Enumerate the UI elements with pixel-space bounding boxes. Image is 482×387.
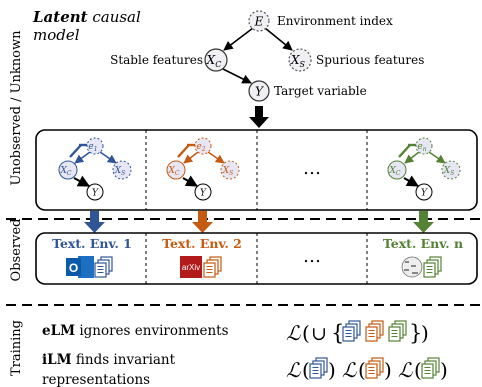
latent-title-bold: Latent (32, 8, 88, 26)
env-graph-n: en XC XS Y (387, 137, 461, 201)
svg-text:(: ( (302, 321, 310, 345)
env2-node-e-label: e2 (196, 142, 205, 153)
text-env-1-label: Text. Env. 1 (52, 236, 132, 251)
envn-node-xc (387, 160, 407, 180)
envn-node-xs-label: XS (443, 166, 455, 177)
svg-text:∪: ∪ (311, 323, 327, 345)
env2-node-xs (220, 160, 240, 180)
env-graph-1: e1 XC XS Y (58, 137, 132, 201)
latent-model-title-line2: model (33, 26, 80, 44)
env2-node-xs-label: XS (222, 166, 234, 177)
text-env-2-label: Text. Env. 2 (162, 236, 242, 251)
outlook-logo-icon: O (66, 256, 94, 278)
env-graph-2: e2 XC XS Y (166, 137, 240, 201)
side-label-unobserved: Unobserved / Unknown (9, 30, 24, 186)
env2-node-y (194, 183, 212, 201)
svg-text:): ) (440, 358, 448, 382)
envn-node-xs (441, 160, 461, 180)
svg-text:}: } (409, 321, 422, 345)
ilm-loss-formula: ℒ ( ) ℒ ( ) ℒ ( ) (286, 358, 448, 382)
env2-node-xc (166, 160, 186, 180)
observed-ellipsis: … (303, 246, 321, 267)
latent-node-y (248, 80, 270, 102)
label-spurious-features: Spurious features (316, 53, 424, 67)
env1-node-e-label: e1 (88, 142, 97, 153)
latent-node-y-label: Y (255, 85, 264, 99)
doc-stack-env2-icon (204, 257, 221, 277)
svg-text:arXiv: arXiv (182, 263, 200, 272)
unobserved-ellipsis: … (303, 158, 321, 179)
env1-node-y (86, 183, 104, 201)
latent-title-rest: causal (88, 8, 141, 26)
svg-text:ℒ: ℒ (398, 358, 413, 382)
side-label-training: Training (9, 320, 24, 376)
latent-node-xc (204, 48, 228, 72)
text-env-n-label: Text. Env. n (383, 236, 463, 251)
down-arrow-envn (413, 211, 434, 233)
elm-description: eLM ignores environments (42, 323, 229, 339)
latent-node-xc-label: XC (206, 53, 222, 69)
down-arrow-to-environments (249, 106, 269, 128)
env1-node-e (86, 137, 104, 155)
label-target-variable: Target variable (274, 84, 367, 98)
svg-text:): ) (328, 358, 336, 382)
svg-text:O: O (69, 261, 78, 275)
down-arrow-env1 (84, 211, 105, 233)
svg-text:(: ( (414, 358, 422, 382)
envn-node-y (415, 183, 433, 201)
latent-node-xs-label: XS (290, 53, 306, 69)
env1-node-y-label: Y (92, 189, 99, 199)
side-label-observed: Observed (9, 219, 24, 282)
label-stable-features: Stable features (110, 53, 203, 67)
elm-loss-formula: ℒ ( ∪ { } ) (286, 321, 429, 345)
latent-node-xs (288, 48, 312, 72)
wikipedia-globe-icon (401, 256, 423, 278)
label-environment-index: Environment index (277, 14, 393, 28)
env1-node-xc-label: XC (59, 166, 71, 177)
ilm-description: iLM finds invariant (42, 352, 176, 368)
env1-node-xc (58, 160, 78, 180)
latent-graph: E XC XS Y (204, 10, 312, 102)
latent-node-e (248, 10, 270, 32)
ilm-description-line2: representations (42, 372, 150, 387)
svg-text:): ) (421, 321, 429, 345)
env2-node-y-label: Y (200, 189, 207, 199)
latent-node-e-label: E (254, 15, 264, 29)
doc-stack-env1-icon (95, 257, 112, 277)
svg-text:): ) (384, 358, 392, 382)
arxiv-logo-icon: arXiv (180, 256, 202, 278)
down-arrow-env2 (192, 211, 213, 233)
env2-node-e (194, 137, 212, 155)
svg-text:{: { (331, 321, 344, 345)
svg-text:(: ( (302, 358, 310, 382)
latent-model-title: Latent causal (32, 8, 141, 26)
env1-node-xs (112, 160, 132, 180)
svg-text:(: ( (358, 358, 366, 382)
svg-text:ℒ: ℒ (286, 358, 301, 382)
envn-node-xc-label: XC (388, 166, 400, 177)
envn-node-e-label: en (417, 142, 426, 153)
svg-text:ℒ: ℒ (286, 321, 301, 345)
envn-node-e (415, 137, 433, 155)
envn-node-y-label: Y (421, 189, 428, 199)
svg-text:ℒ: ℒ (342, 358, 357, 382)
env1-node-xs-label: XS (114, 166, 126, 177)
env2-node-xc-label: XC (167, 166, 179, 177)
doc-stack-envn-icon (424, 257, 441, 277)
